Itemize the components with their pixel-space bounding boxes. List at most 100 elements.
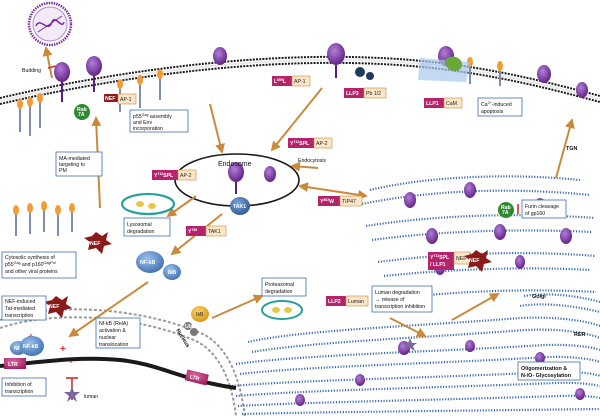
y768-tak1: Y768 TAK1: [186, 225, 227, 237]
svg-text:AP-1: AP-1: [120, 97, 132, 103]
env-trimers-membrane: [54, 43, 588, 406]
svg-text:translocation: translocation: [99, 342, 129, 348]
nef-cytosolic: NEF: [84, 232, 112, 254]
svg-text:NEF: NEF: [456, 256, 466, 262]
svg-text:Luman degradation: Luman degradation: [375, 290, 420, 296]
svg-text:Lysosomal: Lysosomal: [127, 222, 152, 228]
svg-text:→ release of: → release of: [375, 297, 405, 303]
svg-text:PM: PM: [59, 168, 67, 174]
plasma-membrane: [0, 55, 600, 105]
svg-text:IkB: IkB: [196, 312, 204, 318]
svg-text:degradation: degradation: [265, 289, 293, 295]
y712spl-ap2-left: Y712SPL AP-2: [152, 169, 197, 181]
ikb-ubiquitin: IkB Ub: [184, 306, 209, 336]
rab7a-top: Rab 7A: [74, 104, 90, 120]
svg-text:Cytosolic synthesis of: Cytosolic synthesis of: [5, 255, 55, 261]
svg-text:LTR: LTR: [189, 374, 200, 382]
svg-text:NEF: NEF: [90, 241, 100, 247]
tak1-endosome: TAK1: [230, 197, 250, 215]
svg-text:NEF: NEF: [469, 258, 479, 264]
svg-text:NF-kB: NF-kB: [140, 260, 156, 266]
svg-text:LLP3: LLP3: [346, 91, 359, 97]
svg-text:Ca2+-induced: Ca2+-induced: [481, 101, 512, 108]
svg-text:Rab: Rab: [77, 107, 87, 113]
golgi-label: Golgi: [532, 294, 546, 300]
svg-text:and Env: and Env: [133, 120, 152, 126]
svg-text:+: +: [68, 356, 74, 367]
llp2-luman: LLP2 Luman: [326, 295, 417, 351]
svg-text:transcription: transcription: [5, 313, 33, 319]
svg-text:Proteasomal: Proteasomal: [265, 282, 294, 288]
svg-text:L855L: L855L: [274, 78, 287, 85]
svg-text:AP-1: AP-1: [294, 79, 306, 85]
svg-text:/ LLP1: / LLP1: [430, 262, 446, 268]
proviral-dna: LTR LTR: [0, 356, 237, 390]
svg-text:Nf: Nf: [14, 346, 20, 352]
svg-text:NEF: NEF: [49, 304, 59, 310]
svg-text:AP-2: AP-2: [180, 173, 192, 179]
luman-nucleus: luman: [64, 386, 98, 402]
svg-text:Y802W: Y802W: [320, 198, 334, 205]
svg-text:degradation: degradation: [127, 229, 155, 235]
svg-text:Y712SPL: Y712SPL: [154, 172, 174, 179]
nef-ap1-top: NEF AP-1: [104, 93, 137, 105]
endocytosis-label: Endocytosis: [298, 158, 326, 164]
svg-text:Rab: Rab: [501, 205, 511, 211]
svg-text:AP-2: AP-2: [316, 141, 328, 147]
rer-label: RER: [574, 332, 585, 338]
svg-text:Nf-kB (RelA): Nf-kB (RelA): [99, 321, 128, 327]
budding-label: Budding: [22, 68, 41, 74]
nef-induced: NEF NEF-induced Tat-mediated transcripti…: [1, 295, 72, 321]
svg-text:Oligomerization &: Oligomerization &: [521, 366, 567, 372]
y712spl-ap2-top: Y712SPL AP-2: [288, 137, 333, 149]
endosome-label: Endosome: [218, 161, 252, 168]
svg-text:incorporation: incorporation: [133, 126, 163, 132]
y712spl-llp1-nef: Y712SPL / LLP1 NEF NEF: [428, 250, 492, 272]
svg-text:+: +: [60, 344, 66, 355]
svg-text:NF-kB: NF-kB: [23, 344, 39, 350]
svg-text:luman: luman: [84, 394, 98, 400]
svg-text:Pb 1/2: Pb 1/2: [366, 91, 381, 97]
svg-text:7A: 7A: [502, 210, 509, 216]
svg-text:nuclear: nuclear: [99, 335, 116, 341]
svg-text:Y768: Y768: [188, 228, 197, 235]
ca-apoptosis-box: Ca2+-induced apoptosis: [477, 97, 523, 117]
svg-text:Inhibition of: Inhibition of: [5, 382, 32, 388]
oligomerization-box: Oligomerization & N-/O- Glycosylation: [517, 361, 581, 381]
svg-text:N-/O- Glycosylation: N-/O- Glycosylation: [521, 373, 571, 379]
llp3-pb12: LLP3 Pb 1/2: [344, 67, 387, 99]
luman-degradation-box: Luman degradation → release of transcrip…: [371, 285, 433, 313]
cytosolic-synthesis-box: Cytosolic synthesis of p55Gag and p160Ga…: [1, 251, 77, 279]
p55-assembly-box: p55Gag assembly and Env incorporation: [129, 109, 189, 133]
svg-text:NEF-induced: NEF-induced: [5, 299, 35, 305]
svg-text:transcription: transcription: [5, 389, 33, 395]
svg-text:Ub: Ub: [185, 324, 192, 330]
svg-text:TAK1: TAK1: [233, 204, 246, 210]
svg-text:activation &: activation &: [99, 328, 126, 334]
svg-text:LLP2: LLP2: [328, 299, 341, 305]
svg-text:MA-mediated: MA-mediated: [59, 156, 90, 162]
svg-text:Furin cleavage: Furin cleavage: [525, 204, 559, 210]
proteasome: Proteasomal degradation: [261, 277, 307, 320]
nfkb-activation-box: Nf-kB (RelA) activation & nuclear transl…: [95, 317, 141, 349]
svg-text:LTR: LTR: [8, 362, 18, 368]
svg-text:IkB: IkB: [168, 270, 176, 276]
llp1-cam: LLP1 CaM: [418, 56, 470, 109]
nfkb-ikb-cytosol: NF-kB IkB: [136, 251, 181, 280]
svg-text:Y712SPL: Y712SPL: [430, 254, 450, 261]
svg-text:NEF: NEF: [105, 96, 115, 102]
svg-text:and other viral proteins: and other viral proteins: [5, 269, 58, 275]
svg-text:LLP1: LLP1: [426, 101, 439, 107]
svg-text:p55Gag and p160GagPol: p55Gag and p160GagPol: [5, 261, 56, 268]
budding-virion: [27, 1, 73, 47]
svg-text:Luman: Luman: [348, 299, 364, 305]
lysosome: Lysosomal degradation: [120, 192, 176, 237]
nfkb-nucleus: Nf NF-kB: [10, 336, 44, 356]
svg-text:Y712SPL: Y712SPL: [290, 140, 310, 147]
svg-text:CaM: CaM: [446, 101, 457, 107]
svg-text:7A: 7A: [78, 112, 85, 118]
svg-text:apoptosis: apoptosis: [481, 109, 504, 115]
svg-text:TIP47: TIP47: [342, 199, 356, 205]
svg-text:p55Gag assembly: p55Gag assembly: [133, 113, 172, 120]
